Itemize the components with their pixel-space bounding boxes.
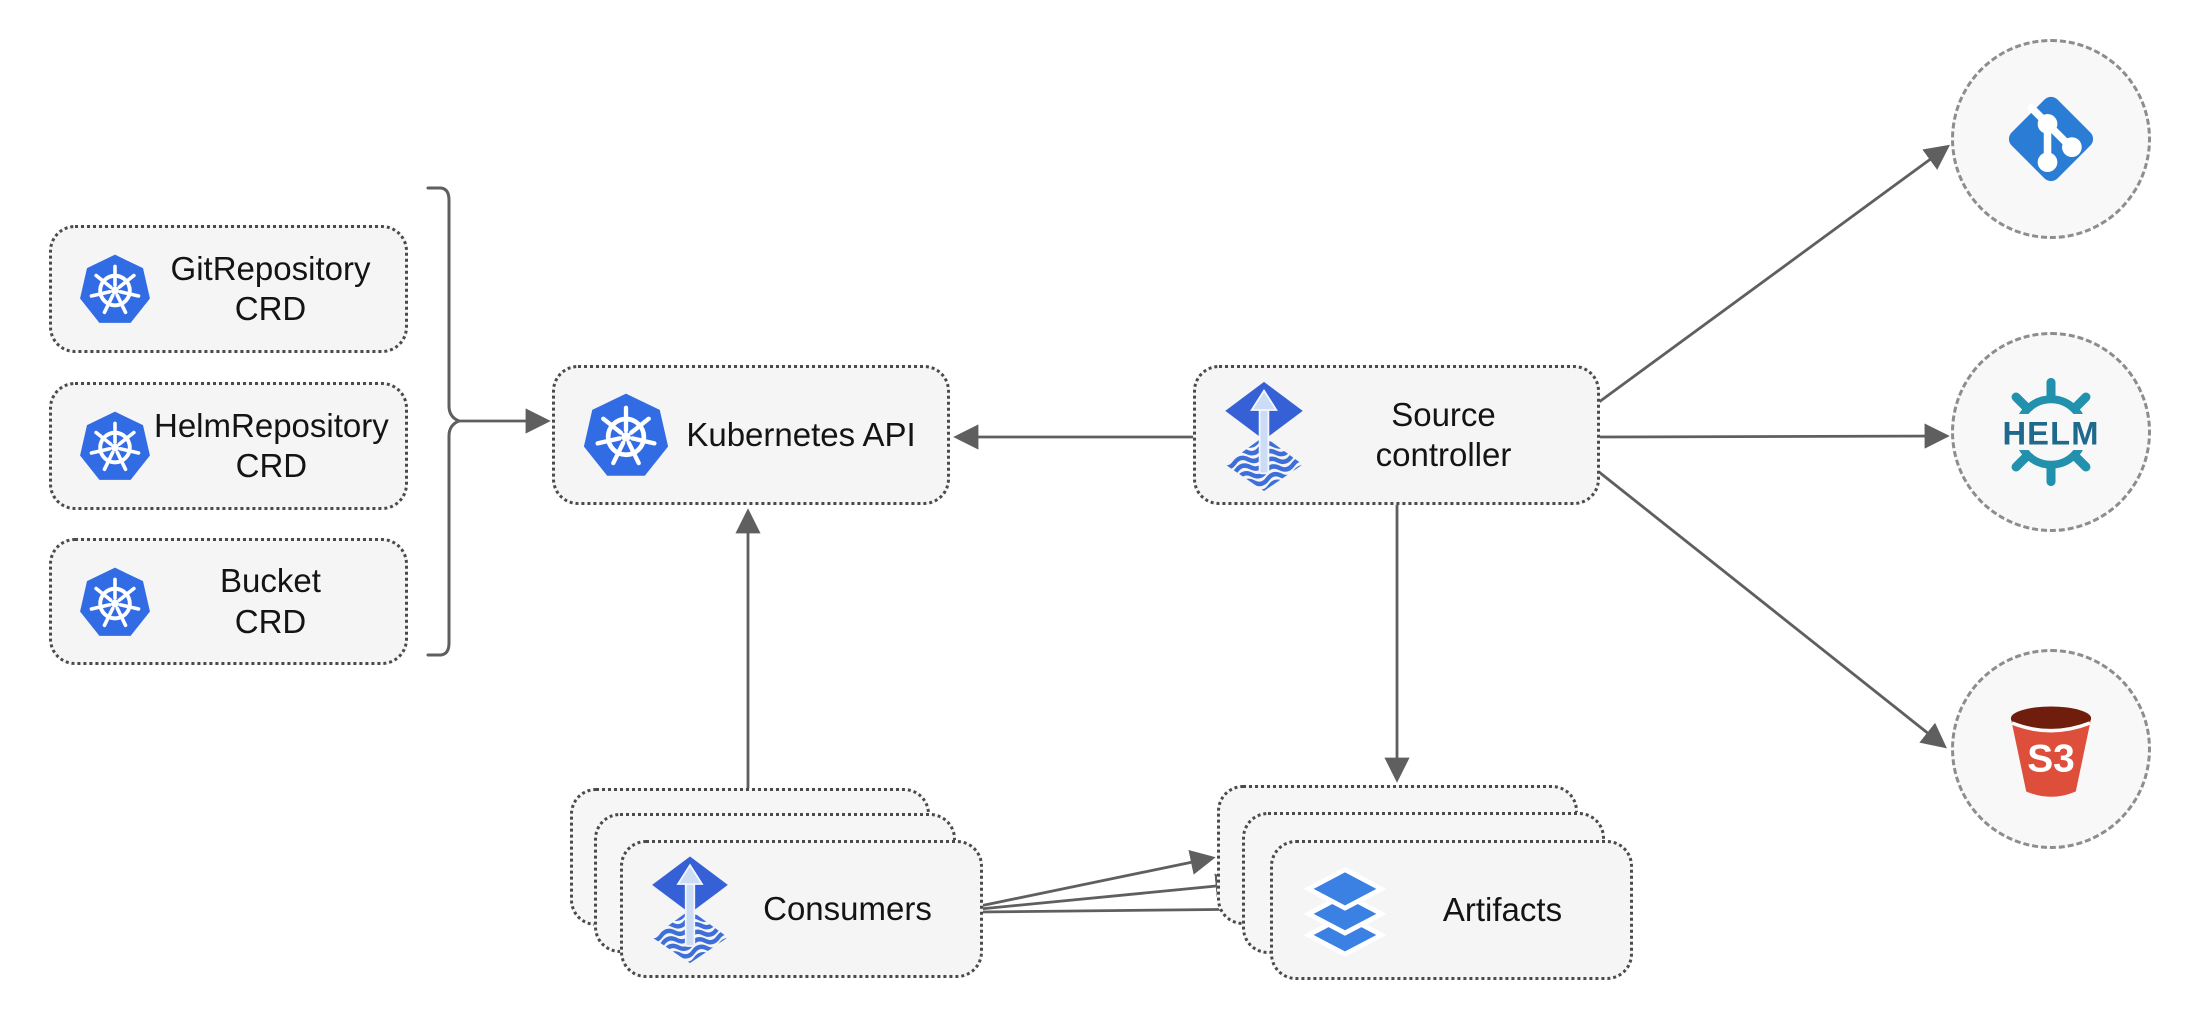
helm-label: HELM [2002, 414, 2099, 451]
layers-icon [1297, 862, 1393, 958]
s3-label: S3 [2027, 737, 2075, 780]
kubernetes-icon [76, 407, 154, 485]
external-helm-repository: HELM [1951, 332, 2151, 532]
consumers-label: Consumers [763, 889, 932, 927]
crd-group-bracket [426, 186, 464, 657]
helm-icon: HELM [1991, 377, 2111, 487]
kubernetes-api-label: Kubernetes API [686, 415, 916, 453]
arrow-consumers-to-artifacts-1 [979, 850, 1216, 908]
arrow-source-to-git [1598, 144, 1951, 404]
s3-icon: S3 [2010, 706, 2092, 797]
git-icon [2008, 96, 2094, 182]
kubernetes-icon [76, 250, 154, 328]
external-s3-bucket: S3 [1951, 649, 2151, 849]
kubernetes-icon [76, 563, 154, 641]
external-git-source [1951, 39, 2151, 239]
node-consumers: Consumers [620, 840, 983, 978]
node-kubernetes-api: Kubernetes API [552, 365, 950, 505]
arrow-source-to-helm [1596, 423, 1950, 449]
node-artifacts: Artifacts [1270, 840, 1633, 980]
flux-consumer-icon [647, 854, 733, 964]
arrow-source-to-s3 [1598, 470, 1947, 749]
kubernetes-icon [579, 388, 673, 482]
arrow-consumers-to-artifacts-2 [979, 873, 1241, 911]
artifacts-label: Artifacts [1442, 890, 1563, 928]
flux-source-controller-icon [1220, 380, 1308, 491]
